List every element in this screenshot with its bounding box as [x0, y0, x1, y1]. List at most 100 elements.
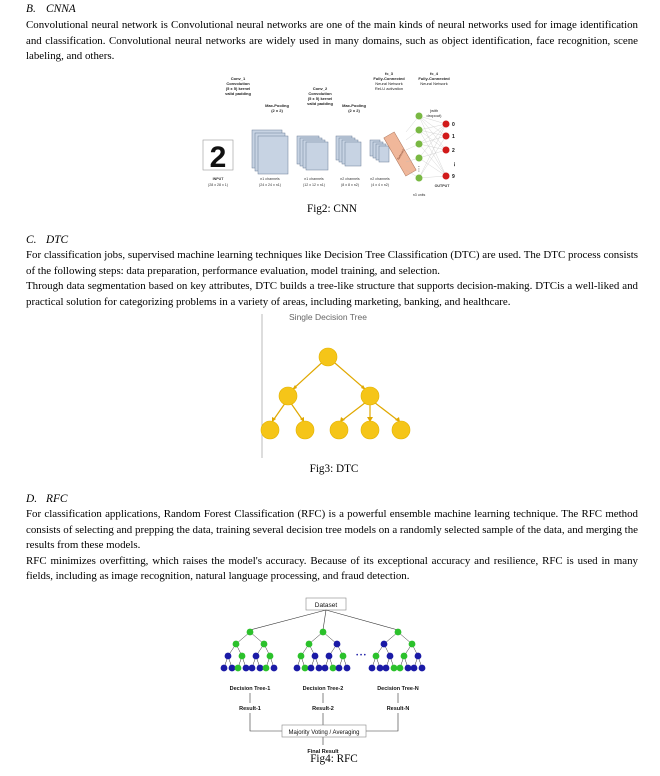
fc3-nodes: [415, 112, 423, 182]
paragraph: RFC minimizes overfitting, which raises …: [26, 554, 638, 583]
dropout-label: (with: [430, 108, 438, 113]
tree-node: [242, 664, 250, 672]
tree-node: [343, 664, 351, 672]
leaf-node: [391, 420, 411, 440]
tree-node: [376, 664, 384, 672]
pool1-stack: [296, 135, 329, 171]
decision-tree-figure: Single Decision Tree: [260, 312, 411, 458]
tree-node: [293, 664, 301, 672]
pool2-label: Max-Pooling: [342, 103, 366, 108]
section-title: RFC: [46, 493, 68, 505]
internal-node: [278, 386, 298, 406]
pool2-stack: [369, 139, 390, 163]
fc3-label: Fully-Connected: [373, 76, 405, 81]
cnn-figure: Conv_1 Convolution (5 x 5) kernel valid …: [202, 71, 457, 197]
tree-node: [228, 664, 236, 672]
section-title: CNNA: [46, 3, 76, 15]
final-result-label: Final Result: [307, 749, 338, 755]
tree-node: [248, 664, 256, 672]
fc3-label: fc_3: [385, 71, 394, 76]
layer-size-label: (24 x 24 x n1): [259, 183, 281, 187]
tree-node: [305, 640, 313, 648]
section-number: D.: [26, 493, 38, 505]
tree-node: [262, 664, 270, 672]
pool1-label: (2 x 2): [271, 108, 283, 113]
conv2-label: (5 x 5) kernel: [308, 96, 332, 101]
tree-node: [333, 640, 341, 648]
conv2-label: valid padding: [307, 101, 333, 106]
fc-connections: [405, 115, 447, 179]
flatten-label: flattened: [396, 148, 405, 160]
tree-node: [307, 664, 315, 672]
trees-ellipsis: • • •: [356, 653, 366, 659]
figure-caption: Fig4: RFC: [310, 753, 358, 765]
section-heading-cnna: B. CNNA: [26, 3, 76, 15]
tree-label: Decision Tree-1: [230, 686, 271, 692]
tree-node: [238, 652, 246, 660]
output-label: 1: [452, 134, 455, 140]
tree-node: [418, 664, 426, 672]
figure-caption: Fig3: DTC: [309, 463, 359, 475]
layer-size-label: (8 x 8 x n2): [341, 183, 359, 187]
tree-node: [256, 664, 264, 672]
tree-node: [315, 664, 323, 672]
tree-node: [410, 664, 418, 672]
tree-node: [390, 664, 398, 672]
dropout-label: dropout): [427, 113, 443, 118]
layer-size-label: n2 channels: [370, 177, 390, 181]
output-nodes: [442, 120, 450, 180]
leaf-node: [360, 420, 380, 440]
dataset-label: Dataset: [315, 602, 338, 609]
section-number: B.: [26, 3, 36, 15]
tree-title: Single Decision Tree: [289, 312, 367, 322]
rfc-body: For classification applications, Random …: [26, 507, 638, 585]
input-image: [202, 139, 234, 171]
voting-box: [281, 724, 367, 738]
fc3-ellipsis: ⋮: [416, 166, 423, 173]
tree-node: [311, 652, 319, 660]
conv1-stack: [251, 129, 289, 175]
tree-node: [396, 664, 404, 672]
leaf-node: [260, 420, 280, 440]
n3-label: n3 units: [413, 193, 426, 197]
conv2-stack: [335, 135, 362, 167]
tree-node: [270, 664, 278, 672]
tree-node: [224, 652, 232, 660]
result-label: Result-2: [312, 706, 334, 712]
section-number: C.: [26, 234, 37, 246]
pool1-label: Max-Pooling: [265, 103, 289, 108]
pool2-label: (2 x 2): [348, 108, 360, 113]
output-label: ⋮: [452, 162, 457, 168]
leaf-node: [295, 420, 315, 440]
input-label: INPUT: [213, 177, 225, 181]
root-node: [318, 347, 338, 367]
fc4-label: Fully-Connected: [418, 76, 450, 81]
paragraph: For classification jobs, supervised mach…: [26, 249, 638, 277]
fc3-label: ReLU activation: [375, 86, 403, 91]
result-label: Result-N: [387, 706, 410, 712]
tree-node: [414, 652, 422, 660]
layer-size-label: n1 channels: [304, 177, 324, 181]
fc3-label: Neural Network: [375, 81, 403, 86]
tree-label: Decision Tree-N: [377, 686, 419, 692]
tree-node: [339, 652, 347, 660]
tree-node: [260, 640, 268, 648]
tree-node: [321, 664, 329, 672]
conv1-label: Convolution: [226, 81, 250, 86]
tree-arrowheads: [272, 385, 400, 422]
tree-node: [368, 664, 376, 672]
tree-node: [404, 664, 412, 672]
fc4-label: Neural Network: [420, 81, 448, 86]
tree-node: [329, 664, 337, 672]
output-label: 9: [452, 174, 455, 180]
layer-size-label: n2 channels: [340, 177, 360, 181]
tree-node: [380, 640, 388, 648]
section-heading-dtc: C.DTC: [26, 234, 68, 246]
tree-node: [297, 652, 305, 660]
output-label: OUTPUT: [435, 184, 451, 188]
tree-node: [220, 664, 228, 672]
output-label: 2: [452, 148, 455, 154]
output-label: 0: [452, 122, 455, 128]
tree-node: [400, 652, 408, 660]
cnna-body: Convolutional neural network is Convolut…: [26, 18, 638, 65]
